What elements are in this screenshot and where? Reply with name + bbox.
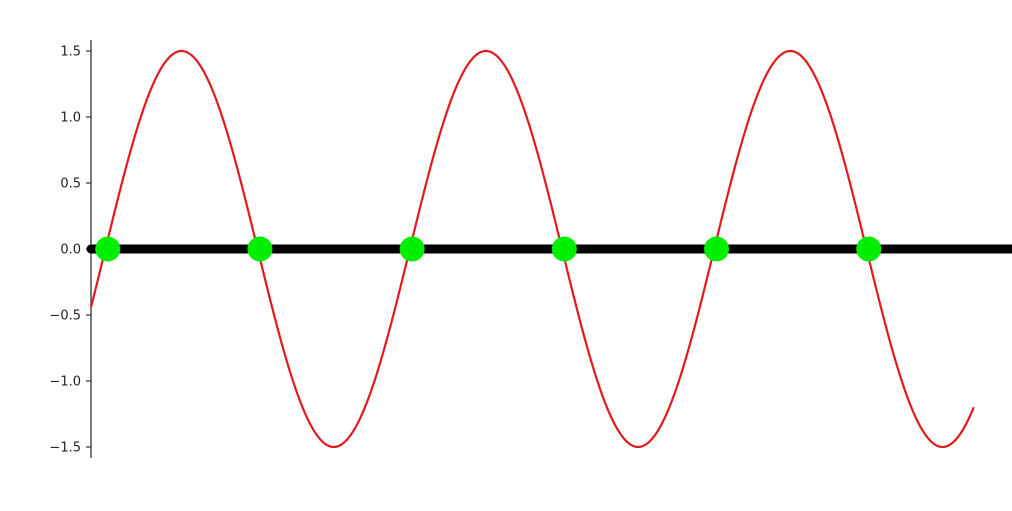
zero-crossing-point [856,236,882,262]
zero-crossing-point [399,236,425,262]
y-tick-label: −1.0 [49,375,81,390]
axes: 1.5 1.0 0.5 0.0 −0.5 −1.0 −1.5 [49,40,92,458]
plot-area [86,49,1012,449]
y-tick-label: 1.0 [60,111,81,126]
y-tick-label: 1.5 [60,45,81,60]
y-tick-label: 0.5 [60,177,81,192]
y-tick-label: −1.5 [49,441,81,456]
zero-crossing-point [95,236,121,262]
zero-crossing-point [551,236,577,262]
y-tick-label: 0.0 [60,243,81,258]
zero-crossing-point [247,236,273,262]
zero-crossing-point [704,236,730,262]
sine-series-line [89,49,975,449]
y-tick-label: −0.5 [49,309,81,324]
